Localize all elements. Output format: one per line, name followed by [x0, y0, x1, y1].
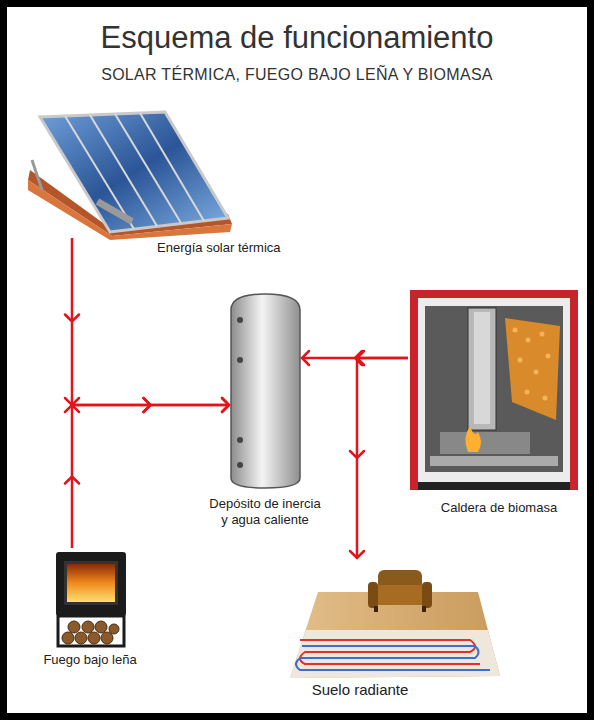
flow-arrow	[350, 351, 408, 558]
node-label: Suelo radiante	[295, 681, 425, 699]
node-label: Depósito de inercia y agua caliente	[207, 496, 323, 527]
flow-arrow	[65, 398, 229, 548]
flow-arrow	[65, 238, 229, 412]
flow-arrow	[302, 351, 408, 365]
arrow-head	[65, 398, 79, 405]
solar-panel	[28, 112, 232, 240]
wood-stove-node: Fuego bajo leña	[54, 548, 128, 648]
armchair	[368, 570, 432, 612]
node-label: Energía solar térmica	[157, 240, 317, 256]
solar-collector: Energía solar térmica	[30, 110, 230, 238]
subtitle: SOLAR TÉRMICA, FUEGO BAJO LEÑA Y BIOMASA	[0, 66, 594, 84]
inertia-tank-node: Depósito de inercia y agua caliente	[229, 292, 302, 489]
arrow-head	[65, 405, 79, 412]
arrow-head	[350, 451, 364, 458]
arrow-head	[302, 351, 309, 365]
radiant-floor	[290, 570, 500, 678]
arrow-head	[350, 551, 364, 558]
biomass-boiler	[410, 290, 578, 490]
arrow-head	[65, 315, 79, 322]
node-label: Caldera de biomasa	[414, 500, 584, 516]
arrow-head	[222, 398, 229, 412]
wood-stove	[56, 552, 126, 646]
page-background	[7, 7, 587, 713]
inertia-tank	[231, 294, 300, 488]
node-label: Fuego bajo leña	[20, 652, 160, 668]
arrow-head	[65, 477, 79, 484]
flow-line	[302, 357, 408, 360]
arrow-head	[222, 398, 229, 412]
flow-line	[357, 358, 408, 558]
arrow-head	[357, 351, 364, 365]
arrow-head	[144, 398, 151, 412]
biomass-boiler-node: Caldera de biomasa	[408, 288, 580, 492]
radiant-floor-node: Suelo radiante	[290, 558, 502, 680]
diagram-title: Esquema de funcionamiento	[0, 20, 594, 56]
flow-line	[72, 238, 229, 405]
flow-line	[72, 405, 229, 548]
arrow-head	[144, 398, 151, 412]
arrow-head	[355, 351, 362, 365]
